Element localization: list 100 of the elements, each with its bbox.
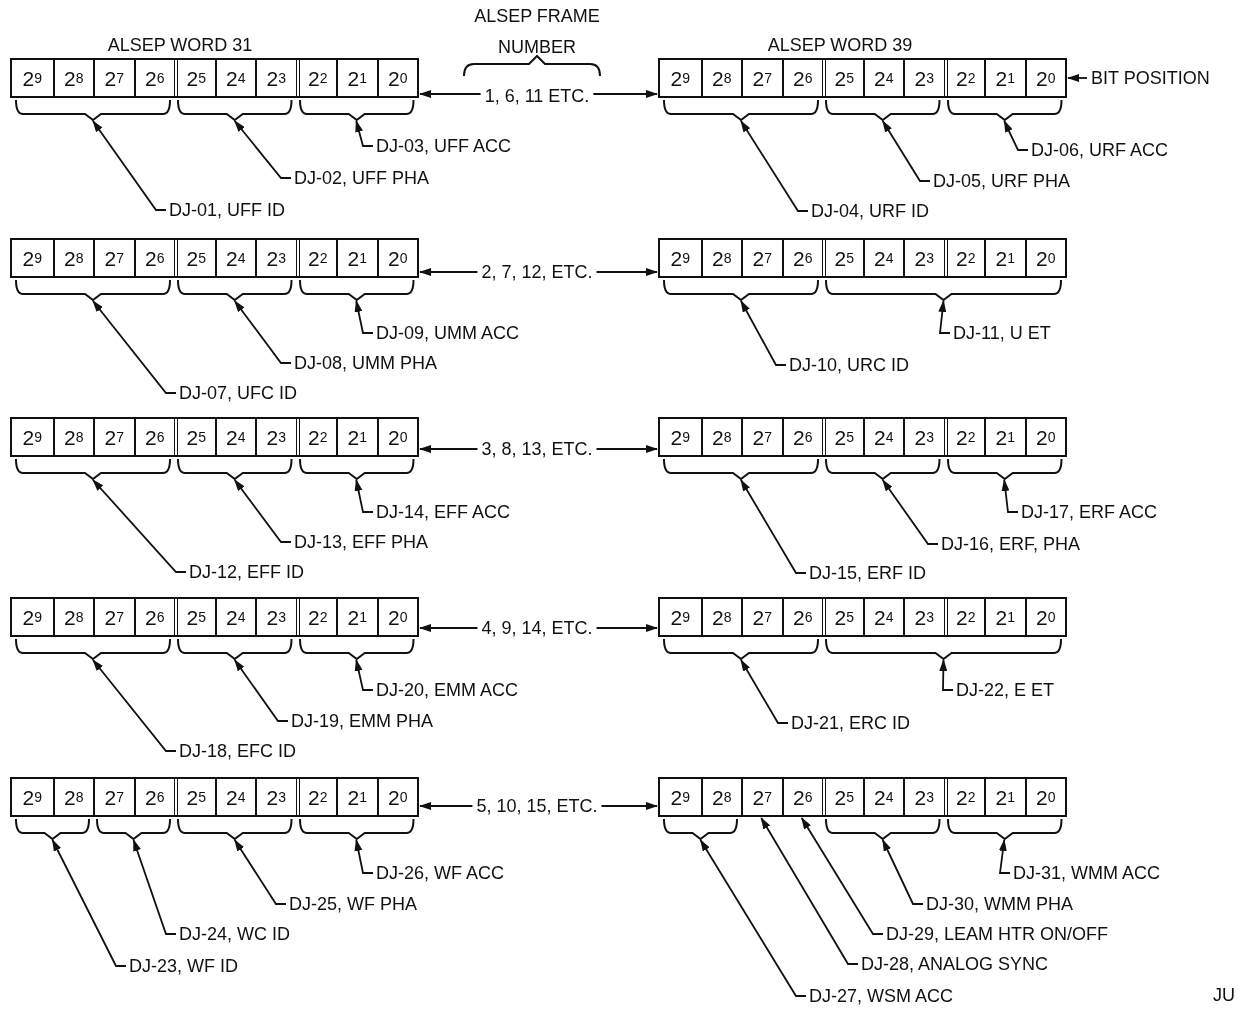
arrow — [592, 90, 658, 98]
leader-line — [800, 817, 884, 935]
arrow — [600, 802, 658, 810]
register-box — [658, 58, 1067, 98]
field-label: DJ-23, WF ID — [128, 955, 239, 977]
heading-label: ALSEP WORD 39 — [766, 33, 914, 57]
arrow — [595, 624, 658, 632]
frame-number-label: 2, 7, 12, ETC. — [480, 261, 594, 283]
field-label: DJ-25, WF PHA — [288, 893, 418, 915]
bracket — [15, 459, 171, 479]
leader-line — [51, 839, 127, 967]
field-label: DJ-17, ERF ACC — [1020, 501, 1159, 523]
bracket — [825, 459, 941, 479]
arrow — [1067, 74, 1088, 82]
bracket — [177, 100, 293, 120]
field-label: DJ-08, UMM PHA — [293, 352, 438, 374]
bracket — [663, 459, 819, 479]
bracket — [15, 280, 171, 300]
leader-line — [998, 839, 1011, 874]
bracket — [177, 280, 293, 300]
leader-line — [354, 479, 374, 513]
field-label: DJ-28, ANALOG SYNC — [860, 953, 1050, 975]
bracket — [825, 280, 1062, 300]
register-box — [10, 597, 419, 637]
bracket — [663, 639, 819, 659]
frame-number-label: 5, 10, 15, ETC. — [475, 795, 599, 817]
bracket — [177, 639, 293, 659]
register-box — [10, 777, 419, 817]
bracket — [15, 639, 171, 659]
leader-line — [1003, 120, 1029, 151]
heading-label: ALSEP FRAME NUMBER — [473, 5, 601, 59]
field-label: DJ-22, E ET — [955, 679, 1056, 701]
bracket — [298, 819, 414, 839]
field-label: DJ-01, UFF ID — [168, 199, 286, 221]
field-label: DJ-19, EMM PHA — [290, 710, 435, 732]
frame-number-label: 1, 6, 11 ETC. — [483, 85, 591, 107]
bracket — [663, 819, 738, 839]
field-label: DJ-27, WSM ACC — [808, 985, 955, 1007]
leader-line — [233, 659, 289, 722]
bracket — [946, 100, 1062, 120]
leader-line — [740, 479, 807, 574]
field-label: DJ-16, ERF, PHA — [940, 533, 1082, 555]
bracket — [298, 280, 414, 300]
field-label: DJ-03, UFF ACC — [375, 135, 513, 157]
bracket — [177, 819, 293, 839]
leader-line — [92, 479, 187, 573]
bit-position-label: BIT POSITION — [1090, 67, 1211, 89]
bracket — [177, 459, 293, 479]
register-box — [658, 777, 1067, 817]
bracket — [663, 280, 819, 300]
leader-line — [233, 839, 287, 905]
bracket — [298, 639, 414, 659]
field-label: DJ-18, EFC ID — [178, 740, 298, 762]
leader-line — [355, 120, 374, 147]
leader-line — [132, 839, 177, 935]
field-label: DJ-21, ERC ID — [790, 712, 912, 734]
field-label: DJ-29, LEAM HTR ON/OFF — [885, 923, 1110, 945]
leader-line — [92, 120, 167, 211]
leader-line — [740, 659, 789, 724]
bracket — [15, 819, 90, 839]
field-label: DJ-02, UFF PHA — [293, 167, 431, 189]
arrow — [595, 445, 658, 453]
leader-line — [881, 120, 931, 182]
leader-line — [354, 839, 374, 874]
leader-line — [354, 300, 374, 334]
leader-line — [881, 839, 924, 905]
register-box — [10, 238, 419, 278]
leader-line — [938, 300, 951, 334]
field-label: DJ-30, WMM PHA — [925, 893, 1074, 915]
bracket — [15, 100, 171, 120]
bracket — [96, 819, 171, 839]
arrow — [419, 624, 479, 632]
register-box — [10, 417, 419, 457]
register-box — [658, 597, 1067, 637]
field-label: DJ-26, WF ACC — [375, 862, 505, 884]
frame-number-label: 3, 8, 13, ETC. — [480, 438, 594, 460]
leader-line — [740, 120, 809, 212]
leader-line — [92, 659, 177, 752]
field-label: DJ-09, UMM ACC — [375, 322, 520, 344]
leader-line — [881, 479, 939, 545]
arrow — [419, 802, 474, 810]
leader-line — [354, 659, 374, 691]
bracket — [946, 459, 1062, 479]
arrow — [419, 445, 479, 453]
field-label: DJ-11, U ET — [952, 322, 1052, 344]
heading-label: JU — [1212, 983, 1236, 1007]
bracket — [298, 459, 414, 479]
bracket — [946, 819, 1062, 839]
bracket — [298, 100, 414, 120]
heading-label: ALSEP WORD 31 — [106, 33, 254, 57]
arrow — [595, 268, 658, 276]
bracket — [825, 100, 941, 120]
field-label: DJ-05, URF PHA — [932, 170, 1072, 192]
leader-line — [760, 817, 859, 965]
bracket — [825, 819, 941, 839]
register-box — [10, 58, 419, 98]
field-label: DJ-14, EFF ACC — [375, 501, 512, 523]
field-label: DJ-12, EFF ID — [188, 561, 305, 583]
leader-line — [699, 839, 807, 997]
field-label: DJ-20, EMM ACC — [375, 679, 520, 701]
